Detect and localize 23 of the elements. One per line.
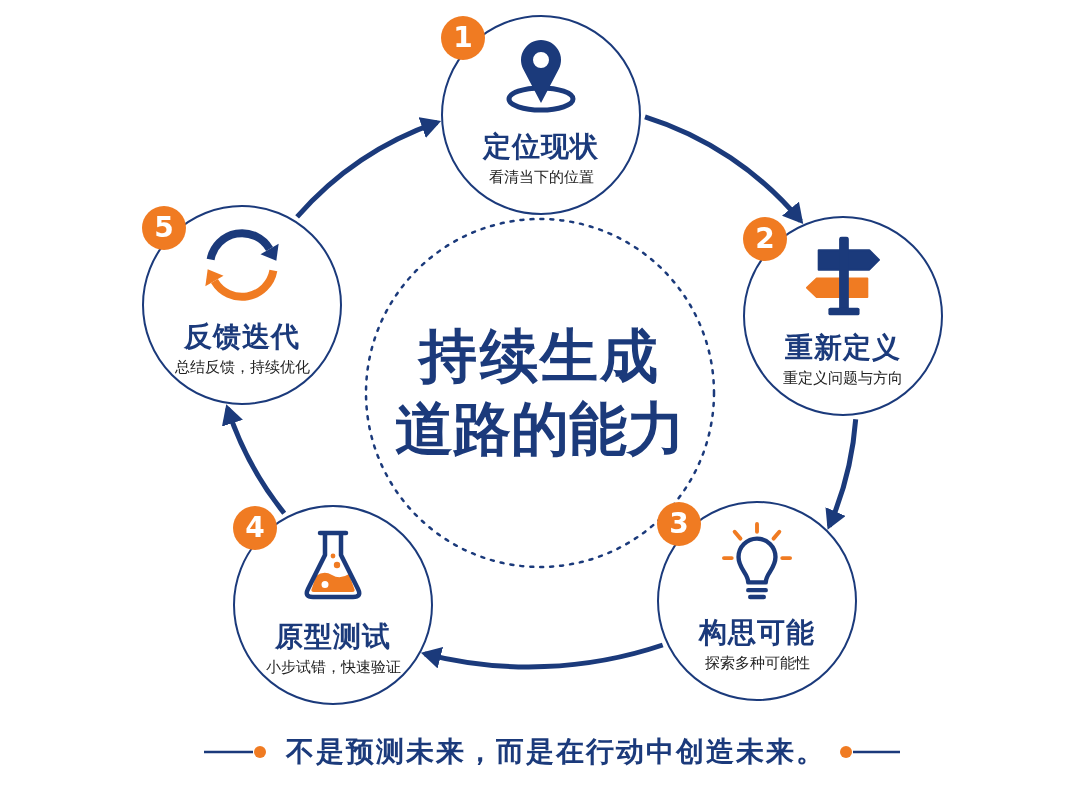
step-description: 探索多种可能性: [704, 653, 810, 673]
step-number-badge: 1: [441, 16, 485, 60]
cycle-arrow: [295, 118, 441, 219]
cycle-arrow: [644, 114, 804, 224]
step-number-badge: 2: [743, 217, 787, 261]
step-description: 小步试错，快速验证: [265, 657, 401, 677]
step-description: 重定义问题与方向: [783, 368, 903, 388]
step-description: 看清当下的位置: [488, 167, 594, 187]
cycle-arrow: [222, 404, 287, 515]
step-title: 定位现状: [483, 130, 599, 164]
step-number-badge: 4: [233, 506, 277, 550]
step-title: 构思可能: [699, 616, 815, 650]
dotted-circle: [364, 217, 716, 569]
step-number-badge: 3: [657, 502, 701, 546]
step-title: 反馈迭代: [184, 320, 300, 354]
step-title: 重新定义: [785, 331, 901, 365]
step-number-badge: 5: [142, 206, 186, 250]
tagline: 不是预测未来，而是在行动中创造未来。: [286, 735, 826, 769]
step-description: 总结反馈，持续优化: [174, 357, 310, 377]
center-heading: 持续生成道路的能力: [394, 321, 686, 465]
cycle-arrow: [420, 642, 664, 670]
cycle-arrow: [824, 418, 859, 530]
step-title: 原型测试: [275, 620, 391, 654]
